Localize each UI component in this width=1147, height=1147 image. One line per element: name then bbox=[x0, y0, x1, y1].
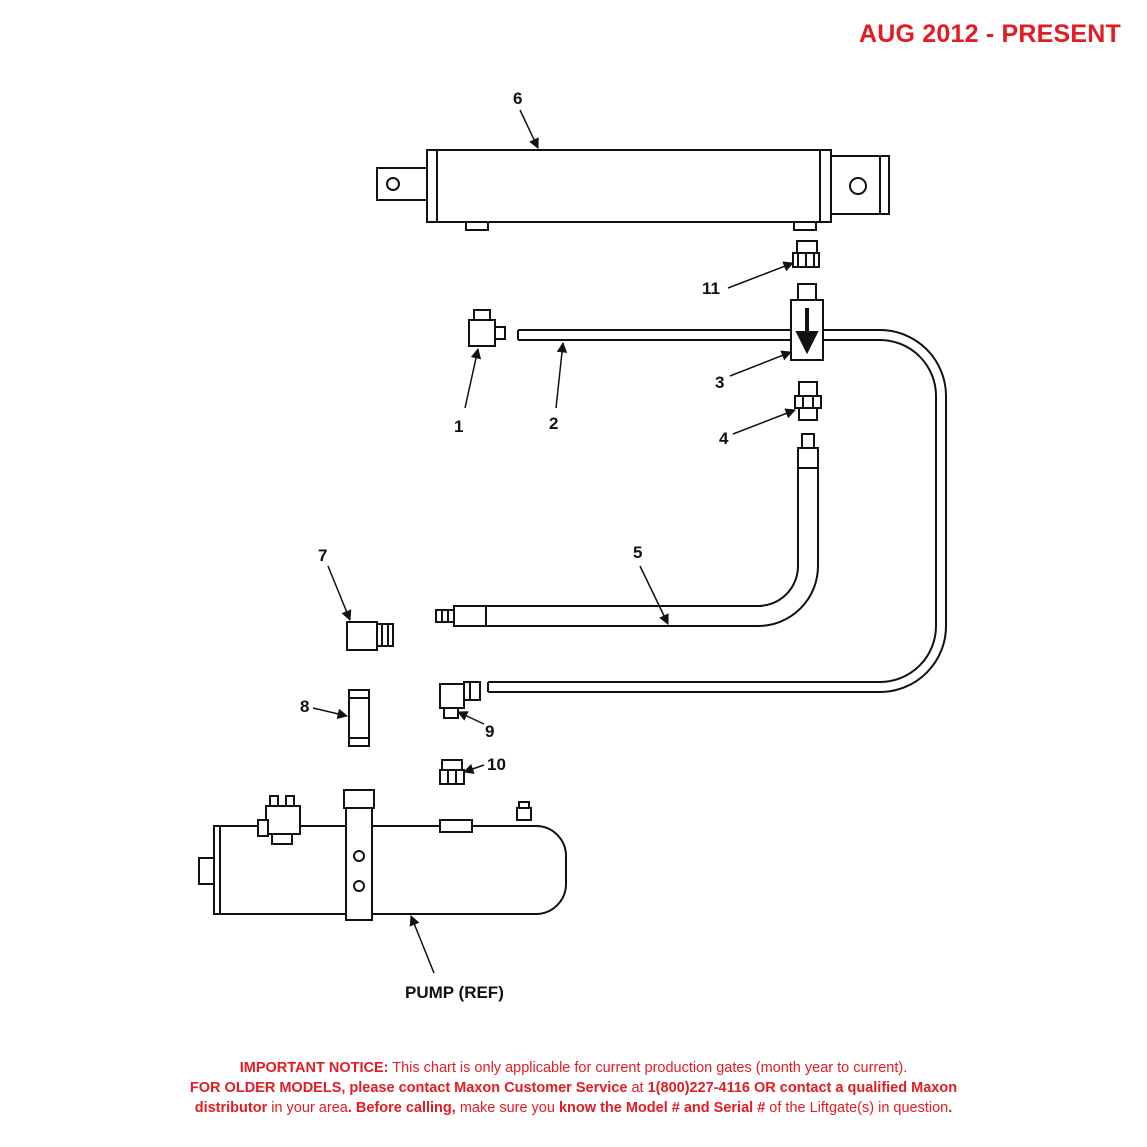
notice-line-3: distributor in your area. Before calling… bbox=[0, 1098, 1147, 1118]
callout-4: 4 bbox=[719, 429, 729, 448]
elbow-part-9 bbox=[439, 681, 481, 719]
notice-end: . bbox=[948, 1100, 953, 1116]
elbow-fitting-part-1 bbox=[468, 309, 506, 347]
callout-8: 8 bbox=[300, 697, 309, 716]
important-notice: IMPORTANT NOTICE: This chart is only app… bbox=[0, 1058, 1147, 1118]
notice-distributor: distributor bbox=[194, 1100, 268, 1116]
callout-9: 9 bbox=[485, 722, 494, 741]
notice-model-serial: know the Model # and Serial # bbox=[558, 1100, 766, 1116]
callout-1: 1 bbox=[454, 417, 463, 436]
notice-dot: . bbox=[347, 1100, 352, 1116]
tube-loop bbox=[487, 329, 947, 693]
callout-7: 7 bbox=[318, 546, 327, 565]
elbow-part-7 bbox=[346, 621, 394, 651]
fitting-part-10 bbox=[439, 759, 465, 785]
callout-2: 2 bbox=[549, 414, 558, 433]
notice-before-calling: Before calling, bbox=[351, 1100, 456, 1116]
notice-make-sure: make sure you bbox=[455, 1100, 559, 1116]
callout-11: 11 bbox=[702, 279, 720, 298]
callout-10: 10 bbox=[487, 755, 506, 774]
cylinder-part-6 bbox=[376, 149, 890, 231]
notice-line-2: FOR OLDER MODELS, please contact Maxon C… bbox=[0, 1078, 1147, 1098]
fitting-part-11 bbox=[792, 240, 820, 268]
notice-area: in your area bbox=[267, 1100, 348, 1116]
notice-text-1: This chart is only applicable for curren… bbox=[388, 1060, 908, 1076]
tube-part-2 bbox=[517, 329, 791, 341]
callout-5: 5 bbox=[633, 543, 642, 562]
callout-6: 6 bbox=[513, 89, 522, 108]
date-range-header: AUG 2012 - PRESENT bbox=[858, 20, 1121, 48]
callout-3: 3 bbox=[715, 373, 724, 392]
fitting-part-4 bbox=[794, 381, 822, 421]
callout-leaders bbox=[312, 109, 796, 974]
notice-older-models: FOR OLDER MODELS, please contact Maxon C… bbox=[189, 1080, 628, 1096]
hose-part-5 bbox=[435, 433, 819, 627]
notice-phone: 1(800)227-4116 OR contact a qualified Ma… bbox=[647, 1080, 958, 1096]
notice-label: IMPORTANT NOTICE: bbox=[239, 1060, 389, 1076]
flow-valve-part-3 bbox=[790, 283, 824, 361]
pump-unit-ref bbox=[198, 789, 567, 921]
nipple-part-8 bbox=[348, 689, 370, 747]
notice-at: at bbox=[627, 1080, 648, 1096]
callout-pump: PUMP (REF) bbox=[405, 983, 504, 1002]
notice-question: of the Liftgate(s) in question bbox=[765, 1100, 949, 1116]
notice-line-1: IMPORTANT NOTICE: This chart is only app… bbox=[0, 1058, 1147, 1078]
